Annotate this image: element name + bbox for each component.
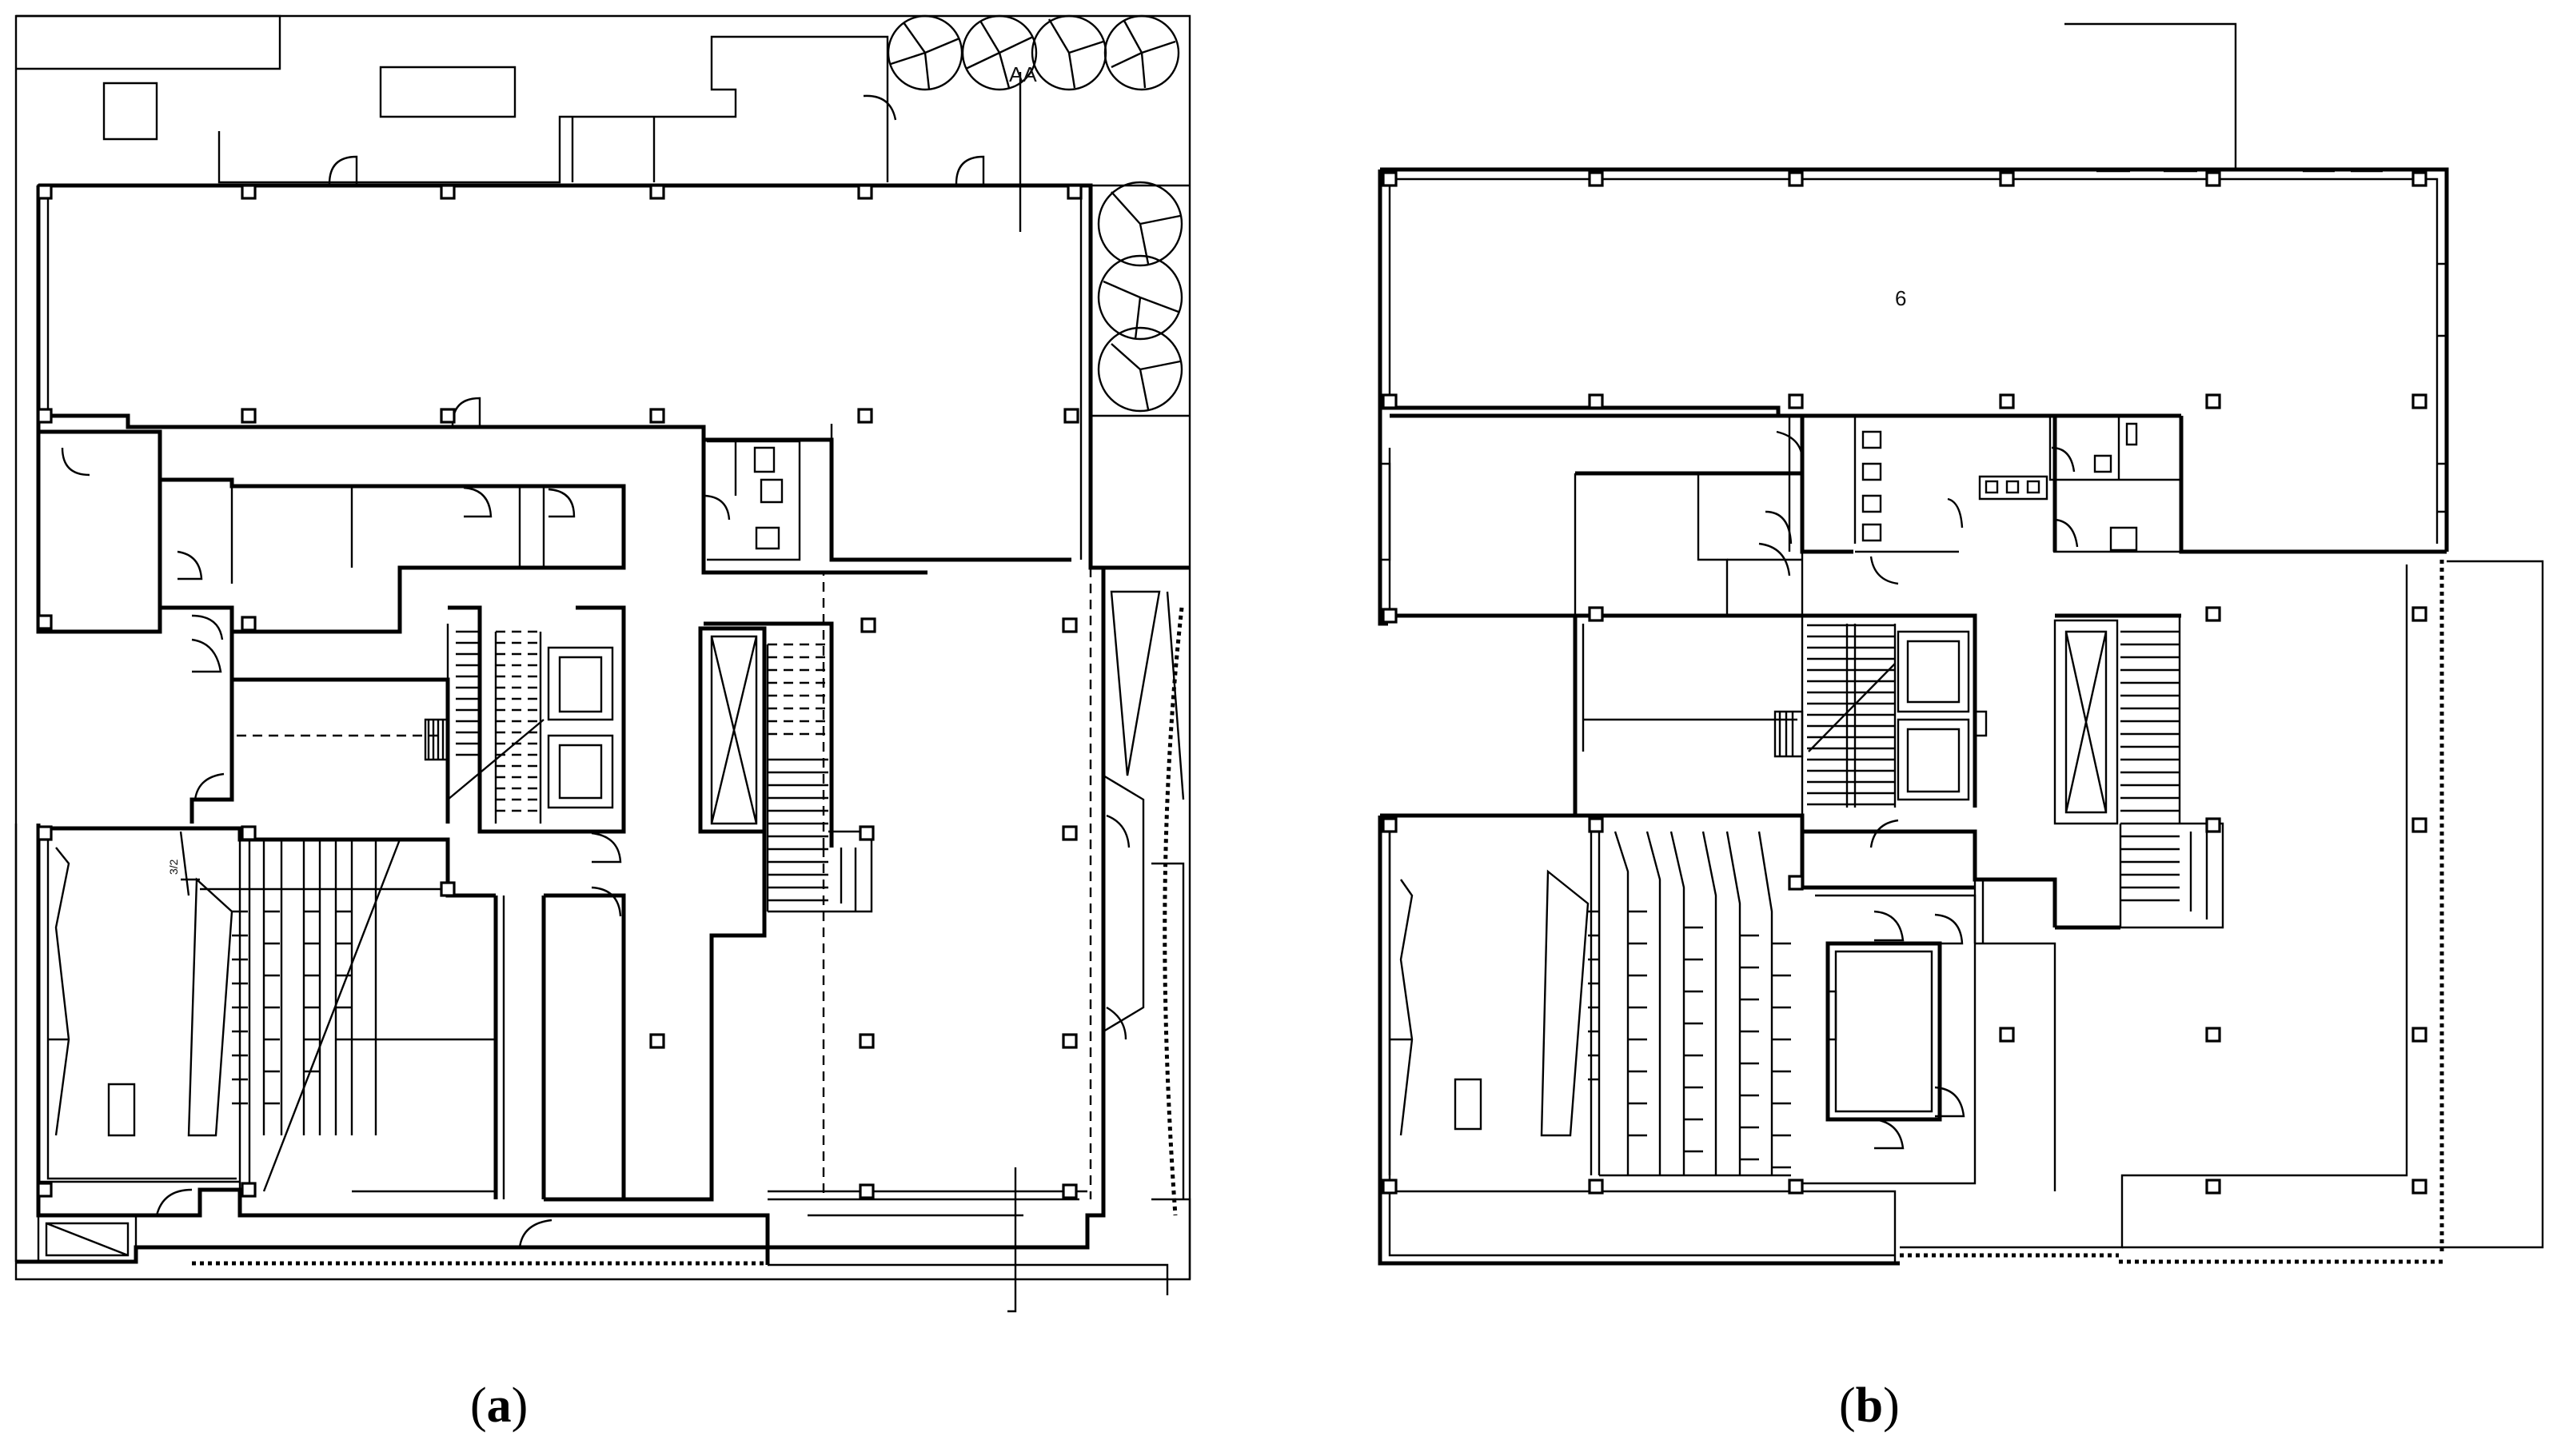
stair-core-b-left: [1773, 624, 1897, 808]
columns-a: [37, 184, 1083, 1199]
caption-a: (a): [470, 1378, 528, 1433]
auditorium-a: [38, 826, 496, 1193]
columns-b: [1382, 171, 2427, 1195]
auditorium-b: [1380, 813, 1805, 1177]
lift-cars-b: [1897, 630, 1970, 801]
lift-cars-a: [547, 646, 614, 809]
stair-core-b-right: [2119, 616, 2224, 929]
stair-core-a-right: [766, 643, 873, 913]
toilet-block-b: [1853, 416, 2181, 553]
room-number: 6: [1895, 286, 1906, 310]
tree-symbols-a: [887, 14, 1190, 417]
stair-core-a-left: [424, 630, 545, 824]
dimension-label: 3/2: [167, 859, 180, 875]
floor-plan-b: 6 (b): [1378, 22, 2544, 1433]
caption-b: (b): [1839, 1378, 1900, 1433]
annotation-aa: AA: [1009, 62, 1037, 86]
floor-plan-a: AA 3/2 (a): [14, 14, 1191, 1433]
